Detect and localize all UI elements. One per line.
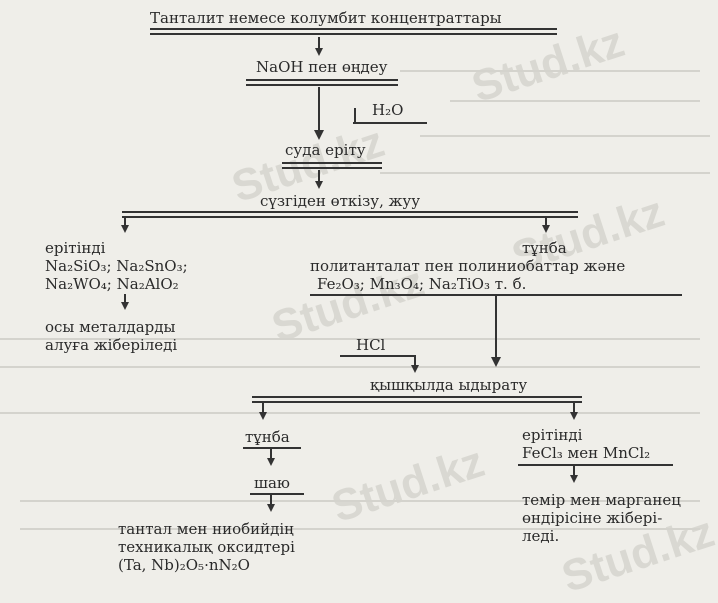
arrow-down-icon [267,504,275,512]
result-oxides-1: тантал мен ниобийдің [118,520,294,538]
arrow-line [318,170,320,182]
bottom-precipitate-title: тұнба [245,428,290,446]
arrow-down-icon [411,365,419,373]
arrow-line [124,218,126,226]
underline [282,162,382,164]
result-oxides-2: техникалық оксидтері [118,538,295,556]
arrow-down-icon [491,357,501,367]
hcl-line [340,355,415,357]
arrow-down-icon [315,181,323,189]
underline [122,216,578,218]
underline [246,79,398,81]
arrow-line [545,218,547,226]
right-precipitate-title: тұнба [522,239,567,257]
h2o-label: H₂O [372,101,404,119]
watermark: Stud.kz [466,17,631,112]
arrow-line [262,403,264,413]
arrow-line [270,449,272,459]
arrow-down-icon [570,475,578,483]
hcl-label: HCl [356,336,386,354]
arrow-down-icon [259,412,267,420]
step-acid-decompose: қышқылда ыдырату [370,376,528,394]
arrow-down-icon [315,48,323,56]
underline [252,396,582,398]
arrow-down-icon [542,225,550,233]
arrow-down-icon [570,412,578,420]
arrow-line [495,296,497,358]
bottom-destination-3: леді. [522,527,560,545]
left-compounds-2: Na₂WO₄; Na₂AlO₂ [45,275,179,293]
bottom-destination-2: өндірісіне жібері- [522,509,663,527]
underline [243,447,301,449]
h2o-line [353,122,427,124]
left-solution-title: ерітінді [45,239,106,257]
bottom-solution-compounds: FeCl₃ мен MnCl₂ [522,444,651,462]
arrow-down-icon [121,302,129,310]
underline [282,167,382,169]
step-wash: шаю [254,474,290,492]
right-compounds-2: Fe₂O₃; Mn₃O₄; Na₂TiO₃ т. б. [317,275,527,293]
arrow-line [270,495,272,505]
arrow-line [573,403,575,413]
h2o-arrow-line [354,108,356,122]
step-naoh: NaOH пен өңдеу [256,58,388,76]
underline [518,464,673,466]
arrow-line [573,466,575,476]
left-destination-1: осы металдарды [45,318,176,336]
bottom-solution-title: ерітінді [522,426,583,444]
left-destination-2: алуға жіберіледі [45,336,178,354]
hcl-arrow-line [414,355,416,367]
underline [310,294,682,296]
underline [246,84,398,86]
underline [250,493,304,495]
left-compounds-1: Na₂SiO₃; Na₂SnO₃; [45,257,188,275]
underline [252,401,582,403]
right-compounds-1: политанталат пен полиниобаттар және [310,257,626,275]
result-oxides-3: (Ta, Nb)₂O₅·nN₂O [118,556,250,574]
underline [150,33,557,35]
underline [150,28,557,30]
watermark: Stud.kz [326,437,491,532]
arrow-line [124,294,126,304]
arrow-down-icon [121,225,129,233]
step-dissolve: суда еріту [285,141,366,159]
arrow-line [318,37,320,50]
step-concentrates: Танталит немесе колумбит концентраттары [150,9,502,27]
arrow-line [318,87,320,132]
arrow-down-icon [267,458,275,466]
arrow-down-icon [314,130,324,140]
underline [122,211,578,213]
step-filter: сүзгіден өткізу, жуу [260,192,421,210]
bottom-destination-1: темір мен марганец [522,491,681,509]
